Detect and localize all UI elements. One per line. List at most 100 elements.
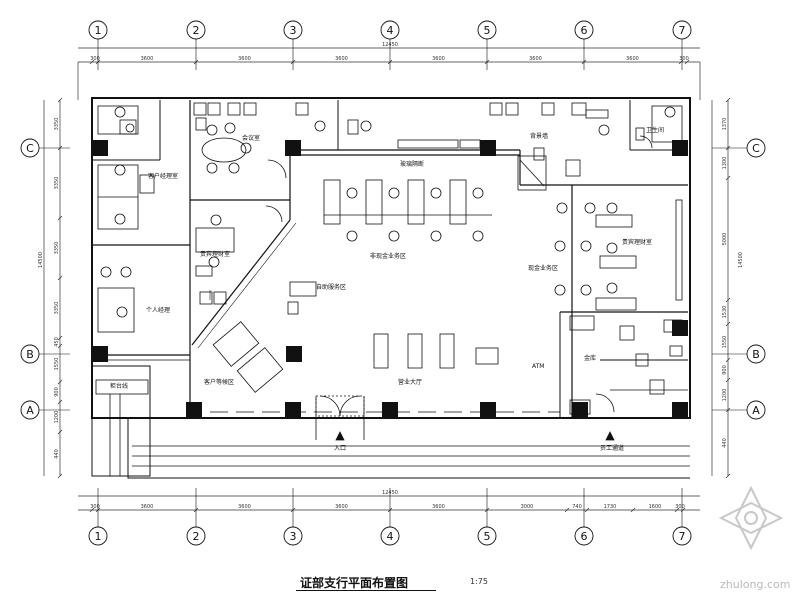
dim-value: 3600 [529, 56, 542, 62]
label-backdoor: 员工通道 [600, 444, 624, 452]
dim-tick [57, 335, 63, 341]
label-office-upper-left: 客户经理室 [148, 172, 178, 180]
dim-value: 300 [90, 56, 100, 62]
dim-value: 1730 [604, 504, 617, 510]
axis-col-label: 1 [95, 24, 102, 37]
dim-tick [680, 507, 686, 513]
axis-row-label: B [26, 348, 34, 361]
dim-tick [725, 321, 731, 327]
dim-tick [684, 59, 690, 65]
label-vault: 金库 [584, 354, 596, 362]
dim-value: 3600 [141, 56, 154, 62]
dim-value: 900 [722, 365, 728, 375]
dim-tick [725, 175, 731, 181]
column [286, 346, 302, 362]
dim-tick [57, 275, 63, 281]
label-counter: 非现金业务区 [370, 252, 406, 260]
dim-value: 3600 [238, 56, 251, 62]
dim-tick [57, 97, 63, 103]
dim-tick [564, 507, 570, 513]
furniture [97, 102, 683, 441]
column [572, 402, 588, 418]
label-vip: 贵宾理财室 [200, 250, 230, 258]
axis-col-label: 5 [484, 24, 491, 37]
axis-marker-col: 55 [477, 20, 497, 546]
axis-row-label: C [26, 142, 34, 155]
dimension-ticks [57, 59, 731, 513]
dim-value: 3600 [335, 56, 348, 62]
label-atm: ATM [532, 363, 544, 370]
dim-tick [57, 429, 63, 435]
dim-value: 900 [54, 387, 60, 397]
room-labels: 客户经理室 会议室 贵宾理财室 个人经理 非现金业务区 自助服务区 客户等候区 … [110, 126, 664, 452]
axis-marker-col: 66 [574, 20, 594, 546]
label-self-service: 自助服务区 [316, 283, 346, 291]
dim-value: 3600 [238, 504, 251, 510]
dim-tick [725, 377, 731, 383]
axis-marker-col: 33 [283, 20, 303, 546]
axis-col-label: 3 [290, 530, 297, 543]
column [92, 140, 108, 156]
axis-col-label: 1 [95, 530, 102, 543]
dim-tick [725, 473, 731, 479]
label-wc: 卫生间 [646, 126, 664, 134]
axis-col-label: 7 [679, 24, 686, 37]
axis-marker-col: 11 [88, 20, 108, 546]
column [285, 140, 301, 156]
axis-col-label: 2 [193, 24, 200, 37]
dim-value: 3600 [432, 504, 445, 510]
axis-row-label: A [26, 404, 34, 417]
label-entrance: 入口 [334, 445, 346, 452]
dim-value: 3350 [54, 242, 60, 255]
dim-tick [725, 97, 731, 103]
dimension-lines [43, 47, 729, 511]
column [382, 402, 398, 418]
dim-value: 300 [675, 504, 685, 510]
dim-value: 3000 [521, 504, 534, 510]
axis-col-label: 6 [581, 530, 588, 543]
dim-value: 3600 [335, 504, 348, 510]
dim-total: 14500 [738, 252, 744, 268]
axis-col-label: 4 [387, 24, 394, 37]
axis-col-label: 5 [484, 530, 491, 543]
drawing-title-text: 证部支行平面布置图 [300, 576, 409, 590]
axis-marker-col: 22 [186, 20, 206, 546]
column [285, 402, 301, 418]
label-screen-wall: 背景墙 [530, 132, 548, 140]
column [672, 320, 688, 336]
watermark-logo [718, 485, 784, 551]
column [92, 346, 108, 362]
dim-value: 1200 [722, 389, 728, 402]
dim-value: 300 [679, 56, 689, 62]
dim-value: 1600 [649, 504, 662, 510]
axis-row-label: B [752, 348, 760, 361]
column [186, 402, 202, 418]
dim-value: 440 [722, 438, 728, 448]
dim-value: 5000 [722, 233, 728, 246]
dim-tick [678, 59, 684, 65]
dim-value: 300 [90, 504, 100, 510]
axis-row-label: A [752, 404, 760, 417]
dim-value: 3600 [626, 56, 639, 62]
dim-tick [57, 399, 63, 405]
dim-tick [584, 507, 590, 513]
title-underline [296, 590, 436, 591]
axis-row-label: C [752, 142, 760, 155]
column [672, 140, 688, 156]
walls [91, 97, 691, 479]
dim-value: 450 [54, 337, 60, 347]
dim-total: 14500 [38, 252, 44, 268]
label-lobby: 营业大厅 [398, 378, 422, 386]
dim-tick [89, 507, 95, 513]
drawing-scale: 1:75 [470, 577, 488, 586]
column [480, 140, 496, 156]
axis-col-label: 2 [193, 530, 200, 543]
axis-col-label: 6 [581, 24, 588, 37]
axis-marker-col: 44 [380, 20, 400, 546]
dim-value: 3350 [54, 118, 60, 131]
dim-value: 1200 [54, 411, 60, 424]
dim-value: 440 [54, 449, 60, 459]
